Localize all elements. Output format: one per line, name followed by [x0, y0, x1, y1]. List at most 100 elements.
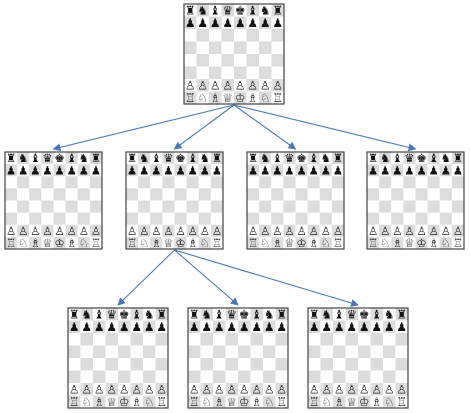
- white-knight-icon: ♘: [321, 236, 331, 250]
- white-pawn-icon: ♙: [404, 224, 414, 238]
- white-bishop-icon: ♗: [151, 236, 161, 250]
- board-square: [29, 224, 42, 237]
- white-knight-icon: ♘: [260, 236, 270, 250]
- black-knight-icon: ♞: [200, 151, 210, 165]
- board-square: [89, 236, 102, 249]
- board-square: [283, 176, 296, 189]
- white-king-icon: ♔: [359, 395, 370, 409]
- board-square: [225, 308, 238, 321]
- board-square: [126, 212, 139, 225]
- board-square: [331, 224, 344, 237]
- board-square: [451, 224, 464, 237]
- black-rook-icon: ♜: [453, 151, 463, 165]
- board-square: [367, 152, 380, 165]
- board-square: [196, 66, 209, 79]
- white-queen-icon: ♕: [346, 395, 357, 409]
- white-bishop-icon: ♗: [334, 395, 345, 409]
- white-bishop-icon: ♗: [429, 236, 439, 250]
- board-square: [320, 370, 333, 383]
- black-knight-icon: ♞: [264, 308, 275, 322]
- board-square: [174, 188, 187, 201]
- black-rook-icon: ♜: [272, 4, 283, 18]
- board-square: [174, 224, 187, 237]
- white-pawn-icon: ♙: [264, 383, 275, 397]
- board-square: [391, 212, 404, 225]
- black-bishop-icon: ♝: [151, 151, 161, 165]
- board-square: [250, 308, 263, 321]
- board-square: [403, 224, 416, 237]
- board-square: [80, 333, 93, 346]
- board-square: [17, 200, 30, 213]
- board-square: [295, 188, 308, 201]
- black-king-icon: ♚: [239, 308, 250, 322]
- board-square: [93, 345, 106, 358]
- board-square: [225, 358, 238, 371]
- board-square: [65, 188, 78, 201]
- white-pawn-icon: ♙: [416, 224, 426, 238]
- board-square: [221, 41, 234, 54]
- board-square: [118, 383, 131, 396]
- board-square: [143, 383, 156, 396]
- board-square: [383, 370, 396, 383]
- board-square: [221, 91, 234, 104]
- board-square: [80, 370, 93, 383]
- board-square: [17, 152, 30, 165]
- black-pawn-icon: ♟: [131, 320, 142, 334]
- white-pawn-icon: ♙: [368, 224, 378, 238]
- board-square: [186, 200, 199, 213]
- black-bishop-icon: ♝: [131, 308, 142, 322]
- white-pawn-icon: ♙: [185, 79, 196, 93]
- white-knight-icon: ♘: [380, 236, 390, 250]
- chess-board-child-4: ♜♞♝♛♚♝♞♜♟♟♟♟♟♟♟♟♙♙♙♙♙♙♙♙♖♘♗♕♔♗♘♖: [366, 151, 465, 250]
- board-square: [259, 164, 272, 177]
- black-queen-icon: ♛: [284, 151, 294, 165]
- white-pawn-icon: ♙: [54, 224, 64, 238]
- board-square: [395, 370, 408, 383]
- board-square: [89, 164, 102, 177]
- board-square: [331, 152, 344, 165]
- board-square: [307, 224, 320, 237]
- board-square: [150, 152, 163, 165]
- white-pawn-icon: ♙: [30, 224, 40, 238]
- white-pawn-icon: ♙: [260, 79, 271, 93]
- board-square: [283, 224, 296, 237]
- board-square: [41, 152, 54, 165]
- board-square: [126, 176, 139, 189]
- board-square: [184, 79, 197, 92]
- white-rook-icon: ♖: [453, 236, 463, 250]
- board-square: [415, 152, 428, 165]
- white-pawn-icon: ♙: [127, 224, 137, 238]
- white-pawn-icon: ♙: [333, 224, 343, 238]
- board-square: [143, 308, 156, 321]
- board-square: [275, 308, 288, 321]
- black-rook-icon: ♜: [276, 308, 287, 322]
- board-square: [143, 370, 156, 383]
- black-rook-icon: ♜: [368, 151, 378, 165]
- black-pawn-icon: ♟: [119, 320, 130, 334]
- white-pawn-icon: ♙: [309, 383, 320, 397]
- board-square: [150, 176, 163, 189]
- board-square: [188, 308, 201, 321]
- board-square: [391, 176, 404, 189]
- black-pawn-icon: ♟: [197, 16, 208, 30]
- black-bishop-icon: ♝: [392, 151, 402, 165]
- board-square: [238, 370, 251, 383]
- board-square: [238, 345, 251, 358]
- board-square: [80, 395, 93, 408]
- board-square: [200, 370, 213, 383]
- white-rook-icon: ♖: [156, 395, 167, 409]
- white-knight-icon: ♘: [201, 395, 212, 409]
- board-square: [246, 41, 259, 54]
- board-square: [246, 29, 259, 42]
- black-king-icon: ♚: [416, 151, 426, 165]
- black-pawn-icon: ♟: [453, 163, 463, 177]
- black-pawn-icon: ♟: [200, 163, 210, 177]
- board-square: [89, 224, 102, 237]
- board-square: [143, 358, 156, 371]
- board-square: [5, 188, 18, 201]
- black-pawn-icon: ♟: [222, 16, 233, 30]
- board-square: [174, 236, 187, 249]
- board-square: [333, 308, 346, 321]
- board-square: [379, 224, 392, 237]
- board-border: [187, 307, 289, 409]
